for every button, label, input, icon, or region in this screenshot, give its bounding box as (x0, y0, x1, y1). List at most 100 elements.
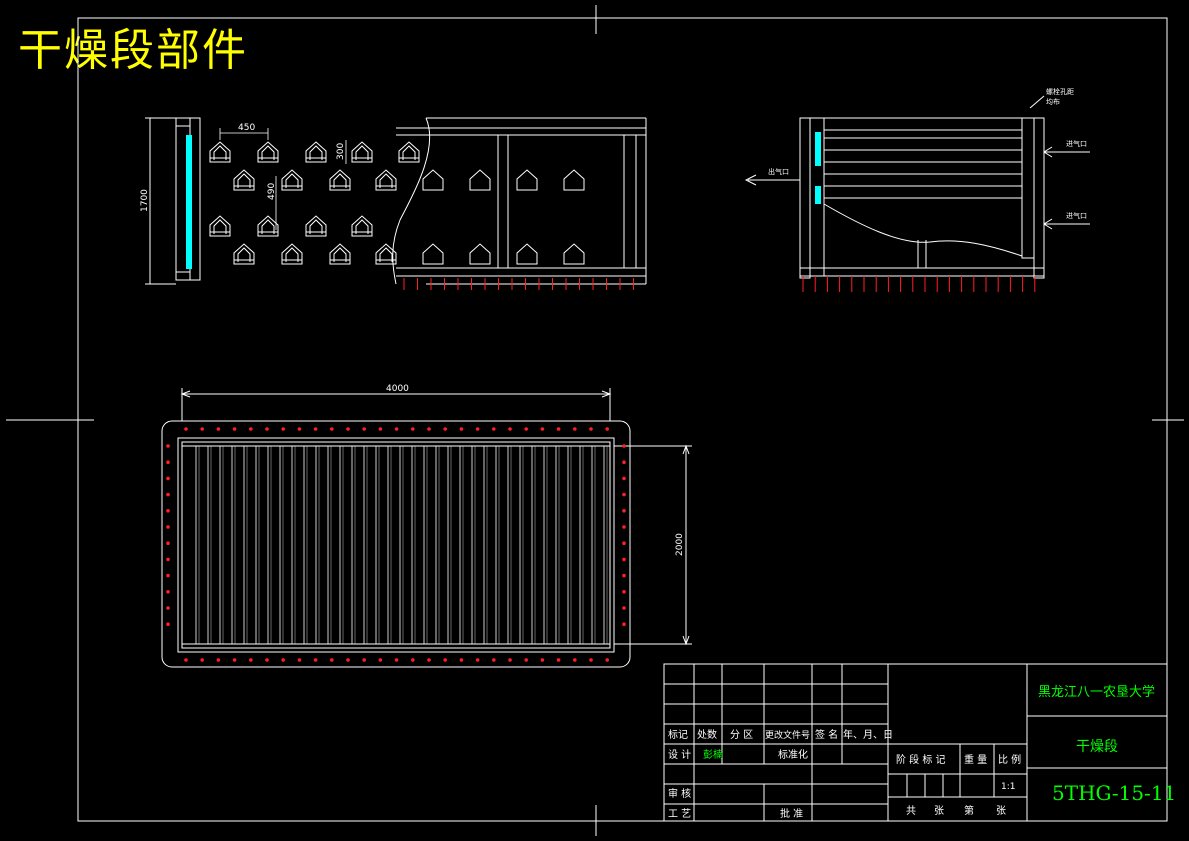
bolt-hole (622, 557, 626, 562)
dim-1700: 1700 (140, 189, 150, 212)
bolt-hole (166, 525, 170, 529)
drawing-frame (6, 5, 1184, 836)
bolt-hole (605, 658, 609, 662)
side-view-arrows (744, 146, 1090, 230)
bolt-hole (249, 427, 253, 431)
bolt-hole (362, 658, 367, 662)
bolt-hole (362, 427, 367, 431)
bolt-hole (622, 460, 626, 465)
vent-hood (398, 141, 420, 163)
dim-4000: 4000 (386, 384, 409, 394)
bolt-hole (184, 658, 188, 662)
hdr-mark: 标记 (668, 729, 688, 741)
dim-490: 490 (267, 183, 277, 200)
front-view-dims (219, 128, 347, 230)
vent-hood (209, 141, 231, 163)
bolt-hole (411, 427, 415, 431)
bolt-hole (166, 606, 170, 610)
bolt-hole (216, 658, 221, 662)
design-label: 设 计 (668, 748, 691, 761)
bolt-hole (313, 658, 318, 662)
bolt-hole (622, 541, 626, 545)
bolt-hole (443, 658, 448, 662)
bolt-hole (265, 658, 269, 662)
vent-hood (305, 141, 327, 163)
bolt-hole (200, 427, 204, 431)
bolt-hole (297, 658, 302, 662)
label-inlet-2: 进气口 (1066, 211, 1087, 220)
bolt-hole (622, 590, 626, 594)
top-view (161, 388, 692, 668)
dim-450: 450 (238, 123, 255, 133)
bolt-hole (573, 427, 577, 431)
bolt-hole (427, 427, 431, 431)
process-label: 工 艺 (668, 808, 691, 820)
bolt-hole (475, 427, 480, 431)
vent-hood (351, 141, 373, 163)
vent-hood (351, 215, 373, 237)
bolt-hole (508, 658, 512, 662)
bolt-hole (524, 658, 528, 662)
bolt-hole (232, 427, 237, 431)
bolt-hole (475, 658, 480, 662)
hdr-date: 年、月、日 (843, 728, 893, 741)
sheet-label: 第 (964, 804, 974, 817)
bolt-hole (166, 509, 170, 513)
bolt-hole (166, 492, 170, 497)
dim-300: 300 (336, 143, 346, 160)
bolt-hole (378, 427, 383, 431)
bolt-hole (166, 557, 170, 562)
label-outlet: 出气口 (768, 167, 789, 176)
vent-hood (516, 243, 538, 265)
vent-hood (469, 243, 491, 265)
vent-hood (563, 169, 585, 191)
sheets-label: 张 (934, 805, 944, 817)
vent-hood (422, 169, 444, 191)
front-view-vents (209, 141, 585, 265)
vent-hood (209, 215, 231, 237)
bolt-hole (346, 427, 350, 431)
bolt-hole (166, 622, 170, 626)
weight-label: 重 量 (964, 753, 987, 766)
bolt-hole (281, 427, 286, 431)
title-block (663, 663, 1168, 822)
vent-hood (375, 243, 397, 265)
note-evenly: 均布 (1046, 97, 1060, 106)
bolt-hole (622, 444, 626, 448)
bolt-hole (540, 427, 545, 431)
cyan-seal-left (186, 135, 192, 269)
side-view-bolts (802, 276, 1036, 292)
drawing-number: 5THG-15-11 (1052, 781, 1176, 805)
bolt-hole (605, 427, 609, 431)
drawing-title: 干燥段部件 (18, 25, 248, 76)
part-name: 干燥段 (1076, 739, 1118, 755)
vent-hood (422, 243, 444, 265)
vent-hood (469, 169, 491, 191)
dim-2000: 2000 (675, 533, 685, 556)
bolt-hole (622, 606, 626, 610)
bolt-hole (524, 427, 528, 431)
sheet-end-label: 张 (996, 805, 1006, 817)
bolt-hole (492, 658, 496, 662)
bolt-hole (313, 427, 318, 431)
label-inlet-1: 进气口 (1066, 139, 1087, 148)
bolt-hole (411, 658, 415, 662)
bolt-hole (622, 492, 626, 497)
bolt-hole (443, 427, 448, 431)
approve-label: 批 准 (780, 807, 803, 820)
bolt-hole (622, 622, 626, 626)
bolt-hole (394, 427, 399, 431)
bolt-hole (166, 476, 170, 481)
stage-label: 阶 段 标 记 (896, 753, 946, 766)
vent-hood (233, 243, 255, 265)
vent-hood (563, 243, 585, 265)
vent-hood (375, 169, 397, 191)
vent-hood (233, 169, 255, 191)
bolt-hole (249, 658, 253, 662)
vent-hood (257, 215, 279, 237)
bolt-hole (394, 658, 399, 662)
bolt-hole (200, 658, 204, 662)
bolt-hole (232, 658, 237, 662)
bolt-hole (166, 444, 170, 448)
designer-name: 彭楠 (703, 748, 723, 761)
